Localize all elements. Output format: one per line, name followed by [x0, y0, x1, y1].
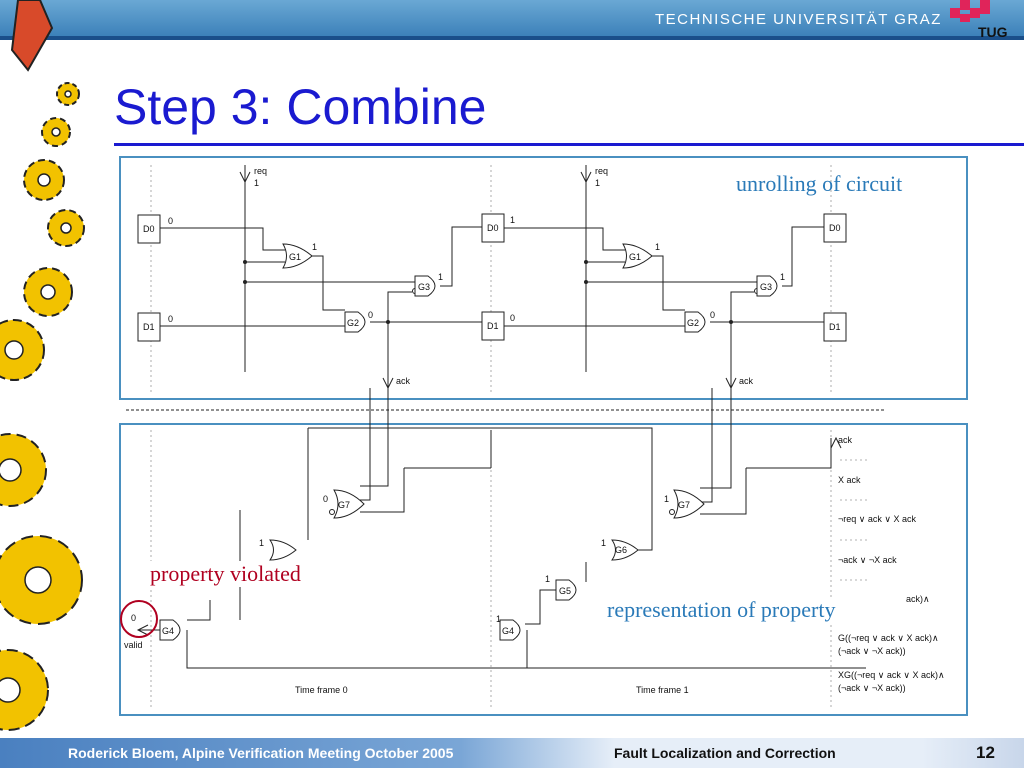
req-label: req: [254, 166, 267, 176]
g6-gate: [269, 539, 297, 561]
svg-text:G2: G2: [347, 318, 359, 328]
svg-text:1: 1: [259, 538, 264, 548]
svg-text:(¬ack ∨ ¬X ack)): (¬ack ∨ ¬X ack)): [838, 683, 906, 693]
property-box: [119, 423, 968, 716]
callout-representation: representation of property: [605, 597, 838, 623]
g3-gate: [414, 275, 436, 297]
svg-text:XG((¬req ∨ ack ∨ X ack)∧: XG((¬req ∨ ack ∨ X ack)∧: [838, 670, 945, 680]
svg-text:1: 1: [780, 272, 785, 282]
svg-text:1: 1: [655, 242, 660, 252]
tug-logo: TUG: [950, 0, 1008, 40]
footer-topic: Fault Localization and Correction: [614, 745, 836, 761]
svg-text:G7: G7: [678, 500, 690, 510]
svg-text:G1: G1: [629, 252, 641, 262]
svg-text:D1: D1: [487, 321, 499, 331]
svg-text:0: 0: [323, 494, 328, 504]
university-name: TECHNISCHE UNIVERSITÄT GRAZ: [655, 11, 942, 28]
svg-text:X ack: X ack: [838, 475, 861, 485]
svg-text:0: 0: [368, 310, 373, 320]
svg-text:1: 1: [601, 538, 606, 548]
title-rule: [114, 143, 1024, 146]
svg-text:1: 1: [438, 272, 443, 282]
svg-text:D1: D1: [143, 322, 155, 332]
logo-text: TUG: [978, 24, 1008, 40]
callout-unrolling: unrolling of circuit: [736, 171, 903, 196]
svg-text:0: 0: [510, 313, 515, 323]
svg-text:1: 1: [545, 574, 550, 584]
g1-gate: [282, 243, 313, 269]
svg-text:G6: G6: [615, 545, 627, 555]
svg-text:1: 1: [496, 614, 501, 624]
svg-text:D0: D0: [829, 223, 841, 233]
d1-flipflop: [137, 312, 161, 342]
violation-marker: [120, 600, 158, 638]
svg-text:G2: G2: [687, 318, 699, 328]
svg-text:1: 1: [312, 242, 317, 252]
svg-text:(¬ack ∨ ¬X ack)): (¬ack ∨ ¬X ack)): [838, 646, 906, 656]
svg-text:D0: D0: [143, 224, 155, 234]
svg-text:req: req: [595, 166, 608, 176]
header-bar: [0, 0, 1024, 38]
callout-violated: property violated: [148, 561, 303, 587]
svg-text:1: 1: [510, 215, 515, 225]
svg-text:ack)∧: ack)∧: [906, 594, 930, 604]
svg-text:1: 1: [595, 178, 600, 188]
d0-flipflop: [137, 214, 161, 244]
svg-text:D0: D0: [487, 223, 499, 233]
g2-gate: [344, 311, 366, 333]
g4-gate: [159, 619, 181, 641]
page-number: 12: [976, 743, 995, 762]
footer-bar: [0, 738, 1024, 768]
svg-text:G4: G4: [162, 626, 174, 636]
svg-text:D1: D1: [829, 322, 841, 332]
svg-text:G7: G7: [338, 500, 350, 510]
valid-label: valid: [124, 640, 143, 650]
svg-text:ack: ack: [838, 435, 853, 445]
svg-text:0: 0: [168, 216, 173, 226]
svg-text:¬req ∨ ack ∨ X ack: ¬req ∨ ack ∨ X ack: [838, 514, 916, 524]
svg-text:ack: ack: [739, 376, 754, 386]
svg-text:G((¬req ∨ ack ∨ X ack)∧: G((¬req ∨ ack ∨ X ack)∧: [838, 633, 939, 643]
slide-title: Step 3: Combine: [114, 79, 487, 135]
svg-text:G3: G3: [760, 282, 772, 292]
svg-text:ack: ack: [396, 376, 411, 386]
svg-text:1: 1: [664, 494, 669, 504]
time-frame-0: Time frame 0: [295, 685, 348, 695]
svg-text:0: 0: [710, 310, 715, 320]
g7-gate: [333, 489, 365, 519]
svg-text:0: 0: [168, 314, 173, 324]
svg-text:0: 0: [131, 613, 136, 623]
req-value: 1: [254, 178, 259, 188]
g5-gate: [555, 579, 577, 601]
header-rule: [0, 36, 1024, 40]
footer-author: Roderick Bloem, Alpine Verification Meet…: [68, 745, 454, 761]
svg-text:¬ack ∨ ¬X ack: ¬ack ∨ ¬X ack: [838, 555, 897, 565]
gear-decoration-icon: [0, 0, 85, 731]
time-frame-1: Time frame 1: [636, 685, 689, 695]
svg-text:G5: G5: [559, 586, 571, 596]
svg-text:G3: G3: [418, 282, 430, 292]
svg-text:G4: G4: [502, 626, 514, 636]
circuit-box: [119, 156, 968, 400]
svg-text:G1: G1: [289, 252, 301, 262]
